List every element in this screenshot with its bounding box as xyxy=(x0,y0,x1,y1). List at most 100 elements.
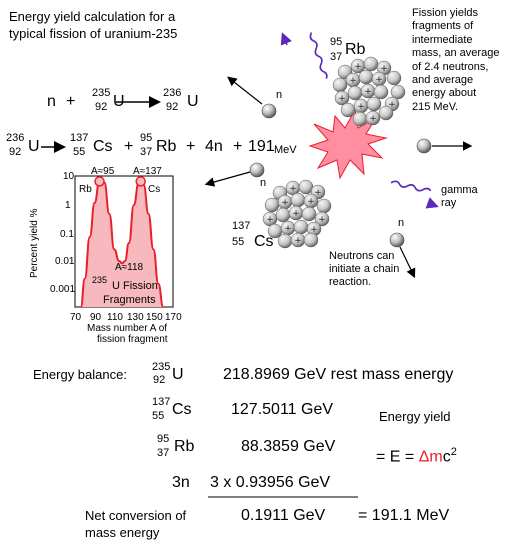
xtick-170: 170 xyxy=(165,312,182,323)
bal-cs-z: 55 xyxy=(152,410,165,422)
svg-text:+: + xyxy=(310,225,318,235)
bal-cs-symbol: Cs xyxy=(172,401,192,418)
net-value: 0.1911 GeV xyxy=(241,507,326,524)
chart-plot-area xyxy=(79,176,165,308)
svg-text:+: + xyxy=(292,209,300,219)
title-line1: Energy yield calculation for a xyxy=(9,9,176,24)
svg-text:+: + xyxy=(349,76,357,86)
cs-mass: 137 xyxy=(232,220,251,232)
svg-text:+: + xyxy=(375,75,383,85)
chain-note: Neutrons can initiate a chain reaction. xyxy=(329,250,400,288)
r2-plus1: + xyxy=(124,138,134,155)
ytick-0.001: 0.001 xyxy=(50,284,76,295)
r2-rb-symbol: Rb xyxy=(156,138,177,155)
r2-energy-unit: MeV xyxy=(274,144,297,156)
bal-u-symbol: U xyxy=(172,366,184,383)
svg-text:+: + xyxy=(380,64,388,74)
xtick-70: 70 xyxy=(70,312,82,323)
r2-energy: 191 xyxy=(248,138,275,155)
rb-nucleus: ++ ++ ++ ++ + xyxy=(332,56,406,127)
r1-u2-mass: 236 xyxy=(163,87,182,99)
bal-cs-value: 127.5011 GeV xyxy=(231,401,334,418)
svg-text:+: + xyxy=(388,100,396,110)
r1-u-mass: 235 xyxy=(92,87,111,99)
xtick-130: 130 xyxy=(127,312,144,323)
svg-text:+: + xyxy=(294,236,302,246)
bal-rb-value: 88.3859 GeV xyxy=(241,438,336,455)
svg-text:+: + xyxy=(314,188,322,198)
annot-rb: Rb xyxy=(79,184,92,195)
r1-plus: + xyxy=(66,93,76,110)
yield-area-fill xyxy=(80,181,164,307)
r2-u-z: 92 xyxy=(9,146,22,158)
title-line2: typical fission of uranium-235 xyxy=(9,26,178,41)
neutron-left-label: n xyxy=(260,177,267,189)
gamma-ray-bottom-wave xyxy=(390,180,432,192)
rb-mass: 95 xyxy=(330,36,343,48)
r2-u-mass: 236 xyxy=(6,132,25,144)
r1-u-symbol: U xyxy=(113,93,125,110)
net-label-line1: Net conversion of xyxy=(85,508,187,523)
r2-cs-z: 55 xyxy=(73,146,86,158)
xtick-110: 110 xyxy=(107,312,123,323)
bal-cs-mass: 137 xyxy=(152,396,171,408)
neutron-bottom-label: n xyxy=(398,217,405,229)
neutron-bottom xyxy=(389,232,405,248)
neutron-top-label: n xyxy=(276,89,283,101)
chart-xlabel-line1: Mass number A of xyxy=(87,323,168,334)
r2-neutrons: 4n xyxy=(205,138,223,155)
svg-text:+: + xyxy=(338,94,346,104)
svg-text:+: + xyxy=(307,197,315,207)
chart-title-line1: U Fission xyxy=(112,280,158,292)
bal-3n-value: 3 x 0.93956 GeV xyxy=(210,474,331,491)
annot-cs: Cs xyxy=(148,184,161,195)
xtick-150: 150 xyxy=(146,312,163,323)
ytick-0.1: 0.1 xyxy=(60,229,74,240)
bal-rb-mass: 95 xyxy=(157,433,170,445)
balance-label: Energy balance: xyxy=(33,367,127,382)
rb-z: 37 xyxy=(330,51,343,63)
gamma-ray-top-wave xyxy=(309,32,328,79)
yield-curve-line xyxy=(79,180,165,308)
bal-rb-symbol: Rb xyxy=(174,438,195,455)
neutron-left xyxy=(249,162,265,178)
cs-z: 55 xyxy=(232,236,245,248)
chart-title-line2: Fragments xyxy=(103,294,156,306)
energy-yield-label: Energy yield xyxy=(379,409,451,424)
svg-text:+: + xyxy=(364,87,372,97)
annot-a137: A≈137 xyxy=(133,166,162,177)
bal-u-mass: 235 xyxy=(152,361,171,373)
bal-u-value: 218.8969 GeV rest mass energy xyxy=(223,366,454,383)
r2-rb-mass: 95 xyxy=(140,132,153,144)
peak-marker-a95 xyxy=(94,176,105,187)
gamma-label: gamma ray xyxy=(441,184,478,209)
svg-text:+: + xyxy=(357,102,365,112)
rb-symbol: Rb xyxy=(345,41,366,58)
neutron-top xyxy=(261,103,277,119)
svg-text:+: + xyxy=(369,114,377,124)
svg-text:+: + xyxy=(266,215,274,225)
cs-nucleus: ++ ++ ++ ++ ++ xyxy=(262,179,332,249)
r1-u2-symbol: U xyxy=(187,93,199,110)
svg-text:+: + xyxy=(281,198,289,208)
svg-text:+: + xyxy=(289,184,297,194)
ytick-10: 10 xyxy=(63,171,75,182)
svg-text:+: + xyxy=(318,215,326,225)
net-result: = 191.1 MeV xyxy=(358,507,450,524)
chart-ylabel: Percent yield % xyxy=(29,208,40,278)
cs-symbol: Cs xyxy=(254,233,274,250)
chart-xlabel-line2: fission fragment xyxy=(97,334,168,345)
r2-rb-z: 37 xyxy=(140,146,153,158)
r2-cs-symbol: Cs xyxy=(93,138,113,155)
r1-u-z: 92 xyxy=(95,101,108,113)
bal-3n-symbol: 3n xyxy=(172,474,190,491)
annot-a95: A≈95 xyxy=(91,166,115,177)
xtick-90: 90 xyxy=(90,312,102,323)
fission-note: Fission yields fragments of intermediate… xyxy=(412,7,500,113)
annot-a118: A≈118 xyxy=(115,262,144,273)
ytick-0.01: 0.01 xyxy=(55,256,75,267)
svg-text:+: + xyxy=(354,62,362,72)
net-label-line2: mass energy xyxy=(85,525,160,540)
r2-cs-mass: 137 xyxy=(70,132,89,144)
